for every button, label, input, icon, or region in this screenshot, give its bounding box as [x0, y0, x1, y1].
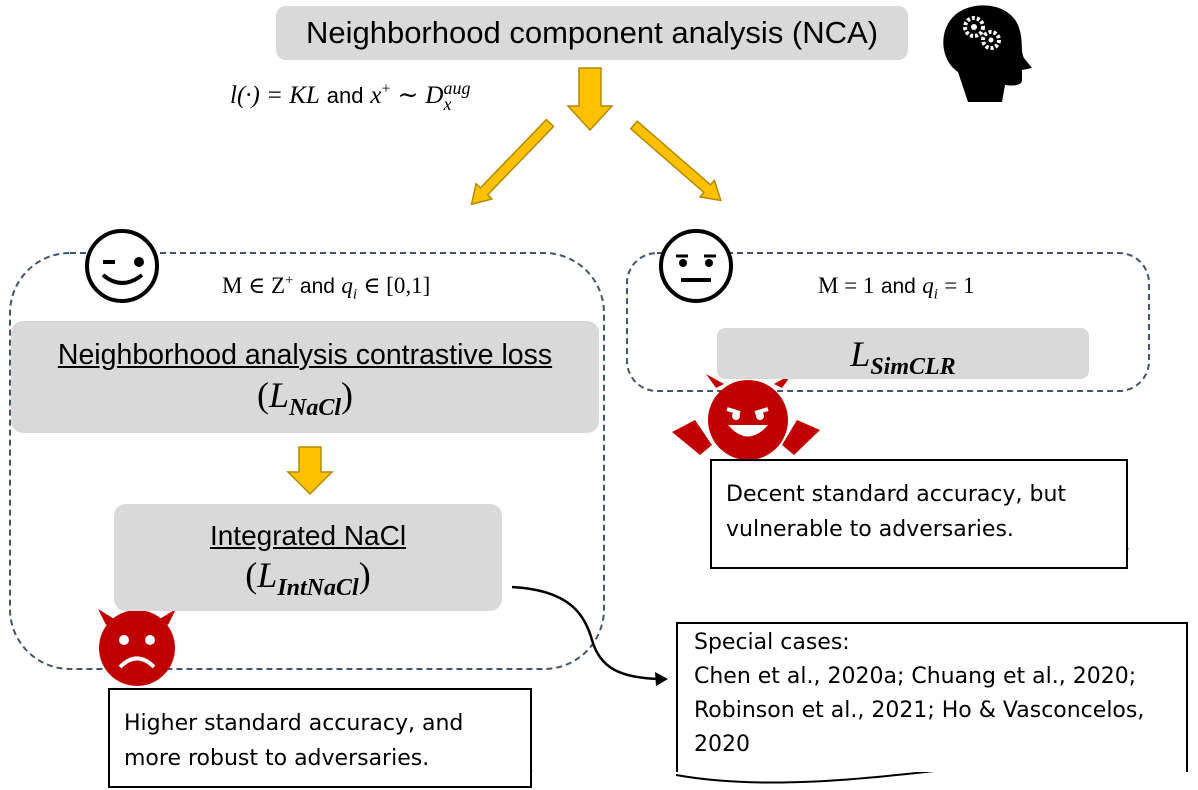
nacl-sub: NaCl: [289, 394, 342, 421]
sad-devil-icon: [98, 609, 176, 686]
simclr-formula: LSimCLR: [850, 333, 955, 380]
left-condition: M ∈ Z+ and qi ∈ [0,1]: [222, 272, 430, 304]
right-dashed-panel: [626, 252, 1150, 392]
simclr-box: LSimCLR: [717, 328, 1089, 380]
nacl-L: L: [268, 374, 289, 415]
int-nacl-formula: (LIntNaCl): [245, 554, 371, 601]
left-diagonal-arrow: [470, 118, 555, 206]
special-line3: Robinson et al., 2021; Ho & Vasconcelos,: [694, 698, 1145, 723]
special-line2: Chen et al., 2020a; Chuang et al., 2020;: [694, 664, 1137, 689]
left-note-line2: more robust to adversaries.: [124, 746, 430, 771]
smiling-devil-icon: [672, 374, 820, 460]
right-note-line1: Decent standard accuracy, but: [726, 482, 1067, 507]
simclr-L: L: [850, 333, 871, 374]
condition-and: and: [326, 83, 364, 108]
nacl-box: Neighborhood analysis contrastive loss (…: [11, 321, 599, 433]
int-open: (: [245, 554, 258, 595]
nca-title-box: Neighborhood component analysis (NCA): [276, 6, 908, 60]
left-cond-M-sup: +: [285, 272, 294, 289]
right-cond-and: and: [880, 275, 916, 298]
nacl-close: ): [341, 374, 354, 415]
left-cond-q-sub: i: [352, 286, 357, 303]
right-cond-q: q: [922, 273, 934, 298]
connector-arrowhead: [655, 672, 668, 686]
condition-D-sup: aug: [443, 78, 471, 99]
special-cases-connector: [511, 585, 661, 681]
condition-l: l(·) = KL: [230, 82, 320, 109]
main-down-arrow: [566, 67, 614, 132]
left-cond-q: q: [341, 273, 353, 298]
int-sub: IntNaCl: [277, 574, 359, 601]
right-note-line2: vulnerable to adversaries.: [726, 517, 1014, 542]
left-note-line1: Higher standard accuracy, and: [124, 711, 464, 736]
condition-sim: ∼: [397, 82, 419, 109]
simclr-sub: SimCLR: [870, 353, 956, 380]
left-note: Higher standard accuracy, and more robus…: [108, 688, 532, 788]
int-nacl-box: Integrated NaCl (LIntNaCl): [114, 504, 502, 611]
right-diagonal-arrow: [629, 120, 722, 202]
condition-D: D: [425, 82, 444, 109]
right-cond-q-rest: = 1: [944, 273, 975, 298]
right-note: Decent standard accuracy, but vulnerable…: [710, 459, 1128, 569]
left-cond-and: and: [299, 275, 335, 298]
brain-gears-icon: [943, 5, 1032, 102]
condition-D-sub: x: [443, 94, 452, 115]
special-line1: Special cases:: [694, 630, 850, 655]
winking-face-icon: [85, 229, 159, 303]
right-condition: M = 1 and qi = 1: [818, 272, 975, 304]
neutral-face-icon: [659, 229, 733, 303]
left-dashed-panel: [9, 252, 605, 670]
nacl-title: Neighborhood analysis contrastive loss: [57, 338, 553, 371]
condition-x-sup: +: [381, 80, 391, 98]
right-cond-q-sub: i: [933, 286, 938, 303]
special-line4: 2020: [694, 732, 750, 757]
nca-title: Neighborhood component analysis (NCA): [305, 15, 879, 50]
nacl-formula: (LNaCl): [256, 374, 354, 421]
left-cond-q-rest: ∈ [0,1]: [363, 273, 431, 298]
condition-x: x: [370, 82, 382, 109]
left-cond-M: M ∈ Z: [222, 273, 286, 298]
int-nacl-title: Integrated NaCl: [209, 519, 407, 551]
nacl-open: (: [256, 374, 269, 415]
right-cond-M: M = 1: [818, 273, 875, 298]
int-close: ): [358, 554, 371, 595]
int-L: L: [257, 554, 278, 595]
special-cases-note: Special cases: Chen et al., 2020a; Chuan…: [676, 622, 1188, 772]
nacl-down-arrow: [286, 446, 334, 496]
